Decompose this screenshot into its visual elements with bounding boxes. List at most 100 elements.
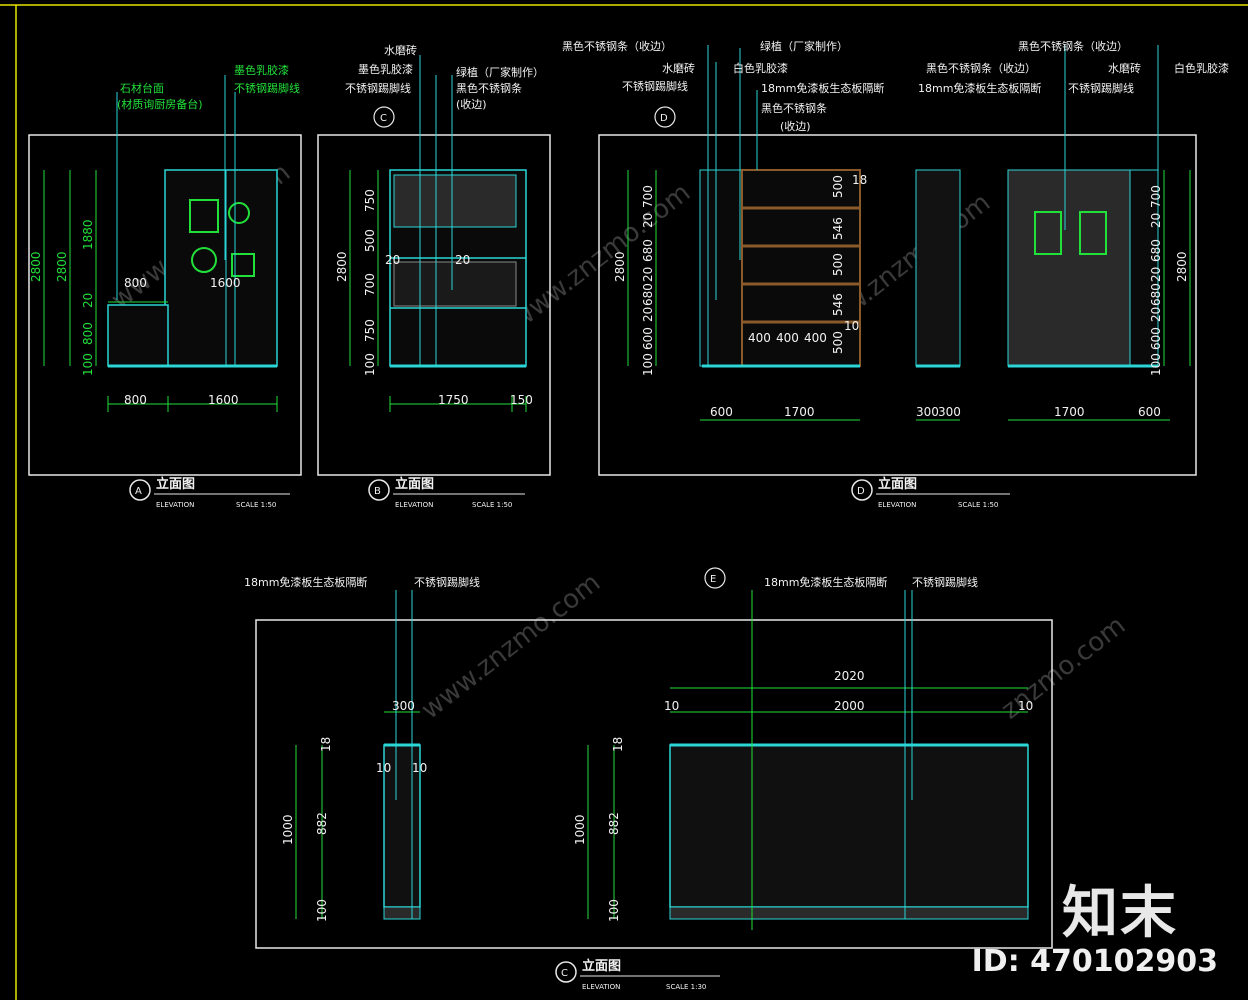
panel-sub: ELEVATION (156, 501, 194, 509)
note: 白色乳胶漆 (1174, 61, 1229, 75)
watermark: www.znzmo.com (416, 568, 606, 726)
dim-label: 300 (916, 405, 939, 419)
note: 不锈钢踢脚线 (345, 81, 411, 95)
note: 黑色不锈钢条 (761, 101, 827, 115)
note: 绿植（厂家制作） (760, 39, 848, 53)
callout: C (380, 113, 387, 124)
brand-logo: 知末 (1062, 881, 1178, 946)
callout: E (710, 574, 716, 585)
panel-title: 立面图 (582, 958, 621, 974)
note: (材质询厨房备台) (117, 97, 203, 111)
note: 黑色不锈钢条（收边） (562, 39, 672, 53)
dim-label: 400 (776, 331, 799, 345)
note: 不锈钢踢脚线 (414, 575, 480, 589)
panel-title: 立面图 (395, 476, 434, 492)
note: 黑色不锈钢条（收边） (926, 61, 1036, 75)
title-marker: B (374, 486, 381, 497)
panel-sub: ELEVATION (878, 501, 916, 509)
dim-label: 20 (641, 267, 655, 282)
dim-label: 700 (641, 185, 655, 208)
dim-label: 500 (363, 229, 377, 252)
note: 墨色乳胶漆 (234, 63, 289, 77)
dim-label: 882 (315, 812, 329, 835)
dim-label: 2800 (55, 251, 69, 282)
note: 不锈钢踢脚线 (234, 81, 300, 95)
dim-label: 100 (363, 353, 377, 376)
dim-label: 150 (510, 393, 533, 407)
panel-scale: SCALE 1:50 (958, 501, 998, 509)
dim-label: 600 (1149, 327, 1163, 350)
dim-label: 1880 (81, 219, 95, 250)
note: (收边) (456, 97, 487, 111)
note: 18mm免漆板生态板隔断 (764, 575, 887, 589)
title-marker: C (561, 968, 568, 979)
dim-label: 18 (319, 737, 333, 752)
panel-scale: SCALE 1:30 (666, 983, 706, 991)
panel-b: C 水磨砖 墨色乳胶漆 不锈钢踢脚线 绿植（厂家制作） 黑色不锈钢条 (收边) … (317, 43, 551, 509)
panel-d: D 黑色不锈钢条（收边） 水磨砖 不锈钢踢脚线 绿植（厂家制作） 白色乳胶漆 1… (562, 39, 1229, 509)
dim-label: 600 (641, 327, 655, 350)
note: 不锈钢踢脚线 (1068, 81, 1134, 95)
panel-sub: ELEVATION (395, 501, 433, 509)
dim-label: 300 (938, 405, 961, 419)
note: 黑色不锈钢条 (456, 81, 522, 95)
dim-label: 20 (1149, 267, 1163, 282)
panel-a: 石材台面 (材质询厨房备台) 墨色乳胶漆 不锈钢踢脚线 2800 2800 18… (28, 63, 302, 509)
dim-label: 1600 (208, 393, 239, 407)
dim-label: 20 (1149, 307, 1163, 322)
dim-label: 10 (412, 761, 427, 775)
dim-label: 700 (363, 273, 377, 296)
dim-label: 1000 (281, 814, 295, 845)
dim-label: 500 (831, 175, 845, 198)
dim-label: 500 (831, 253, 845, 276)
dim-label: 680 (641, 283, 655, 306)
note: 水磨砖 (384, 43, 417, 57)
dim-label: 700 (1149, 185, 1163, 208)
note: 不锈钢踢脚线 (912, 575, 978, 589)
note: 18mm免漆板生态板隔断 (918, 81, 1041, 95)
dim-label: 100 (1149, 353, 1163, 376)
dim-label: 800 (124, 276, 147, 290)
note: 18mm免漆板生态板隔断 (761, 81, 884, 95)
dim-label: 2800 (335, 251, 349, 282)
dim-label: 100 (641, 353, 655, 376)
dim-label: 100 (315, 899, 329, 922)
dim-label: 20 (1149, 213, 1163, 228)
dim-label: 546 (831, 217, 845, 240)
dim-label: 750 (363, 319, 377, 342)
dim-label: 20 (81, 293, 95, 308)
dim-label: 2020 (834, 669, 865, 683)
dim-label: 1000 (573, 814, 587, 845)
note: 白色乳胶漆 (733, 61, 788, 75)
note: 不锈钢踢脚线 (622, 79, 688, 93)
dim-label: 400 (804, 331, 827, 345)
dim-label: 10 (376, 761, 391, 775)
note: 绿植（厂家制作） (456, 65, 544, 79)
dim-label: 10 (664, 699, 679, 713)
dim-label: 800 (124, 393, 147, 407)
dim-label: 100 (81, 353, 95, 376)
watermark: znzmo.com (996, 611, 1131, 726)
dim-label: 2800 (29, 251, 43, 282)
watermark: www.znzmo.com (506, 178, 696, 336)
panel-scale: SCALE 1:50 (236, 501, 276, 509)
title-marker: A (135, 486, 142, 497)
note: 水磨砖 (1108, 61, 1141, 75)
dim-label: 10 (844, 319, 859, 333)
dim-label: 20 (455, 253, 470, 267)
title-marker: D (857, 486, 865, 497)
panel-c: E 18mm免漆板生态板隔断 不锈钢踢脚线 18mm免漆板生态板隔断 不锈钢踢脚… (244, 567, 1053, 991)
dim-label: 600 (1138, 405, 1161, 419)
callout: D (660, 113, 668, 124)
dim-label: 1700 (784, 405, 815, 419)
dim-label: 1750 (438, 393, 469, 407)
dim-label: 500 (831, 331, 845, 354)
dim-label: 680 (1149, 283, 1163, 306)
dim-label: 20 (641, 307, 655, 322)
dim-label: 750 (363, 189, 377, 212)
dim-label: 2800 (1175, 251, 1189, 282)
dim-label: 680 (1149, 239, 1163, 262)
note: (收边) (780, 119, 811, 133)
dim-label: 20 (385, 253, 400, 267)
